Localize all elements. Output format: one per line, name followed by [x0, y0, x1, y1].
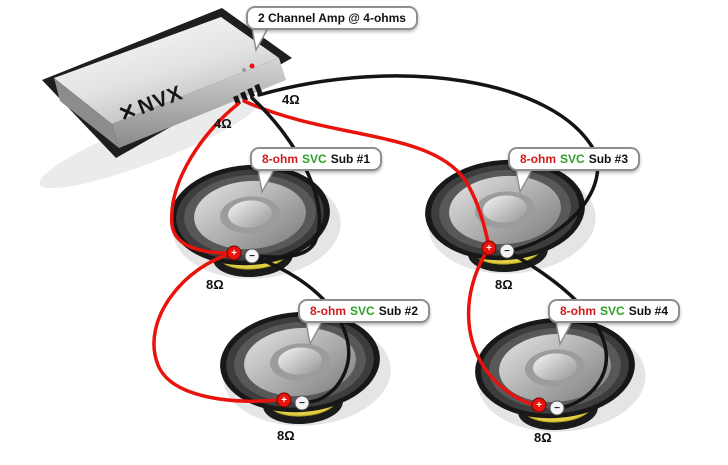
amp-terminal: [247, 87, 256, 98]
amp-shadow: [39, 95, 261, 189]
negative-terminal-label: −: [249, 251, 255, 262]
amp-left-channel-impedance: 4Ω: [214, 116, 232, 131]
wire-negative-amp-to-sub1: [250, 96, 322, 259]
negative-terminal-label: −: [504, 246, 510, 257]
subwoofer-1: [166, 158, 345, 285]
sub1-ohm-label: 8-ohm: [262, 152, 298, 166]
negative-terminal-label: −: [554, 403, 560, 414]
sub4-callout: 8-ohm SVC Sub #4: [548, 299, 681, 323]
positive-terminal-icon: [276, 392, 292, 408]
sub2-name-label: Sub #2: [378, 304, 419, 318]
wire-negative-sub1-to-sub2: [250, 254, 351, 404]
positive-terminal-label: +: [281, 395, 287, 406]
sub3-ohm-label: 8-ohm: [520, 152, 556, 166]
positive-terminal-label: +: [486, 243, 492, 254]
amp-front-face: [112, 58, 286, 148]
sub1-impedance: 8Ω: [206, 277, 224, 292]
positive-terminal-label: +: [536, 400, 542, 411]
amp-callout-text: 2 Channel Amp @ 4-ohms: [258, 11, 406, 25]
sub3-impedance: 8Ω: [495, 277, 513, 292]
sub4-name-label: Sub #4: [628, 304, 669, 318]
negative-terminal-icon: [294, 395, 310, 411]
negative-terminal-icon: [499, 243, 515, 259]
amp-left-face: [54, 78, 119, 148]
sub2-terminals: + −: [276, 392, 310, 411]
amplifier: ✕NVX: [39, 8, 292, 189]
positive-terminal-icon: [226, 245, 242, 261]
sub3-name-label: Sub #3: [588, 152, 629, 166]
sub2-impedance: 8Ω: [277, 428, 295, 443]
positive-terminal-icon: [481, 240, 497, 256]
positive-terminal-icon: [531, 397, 547, 413]
sub3-callout: 8-ohm SVC Sub #3: [508, 147, 641, 171]
wire-negative-amp-to-sub3: [257, 74, 600, 252]
wire-negative-sub3-to-sub4: [505, 249, 608, 409]
amp-top-face: [54, 17, 279, 124]
sub1-svc-label: SVC: [302, 152, 327, 166]
callout-tails: [251, 27, 574, 347]
amp-indicator-dot: [242, 68, 246, 72]
wire-positive-amp-to-sub1: [170, 102, 240, 255]
sub2-ohm-label: 8-ohm: [310, 304, 346, 318]
sub3-svc-label: SVC: [560, 152, 585, 166]
amp-callout: 2 Channel Amp @ 4-ohms: [246, 6, 418, 30]
sub1-name-label: Sub #1: [330, 152, 371, 166]
wire-positive-sub3-to-sub4: [466, 246, 534, 406]
subwoofer-2: [216, 305, 395, 432]
amp-terminal: [254, 83, 263, 95]
sub1-callout: 8-ohm SVC Sub #1: [250, 147, 383, 171]
sub4-impedance: 8Ω: [534, 430, 552, 445]
amp-power-led: [249, 63, 255, 69]
amp-terminal: [240, 91, 249, 102]
sub2-svc-label: SVC: [350, 304, 375, 318]
sub3-terminals: + −: [481, 240, 515, 259]
sub1-terminals: + −: [226, 245, 260, 264]
sub4-terminals: + −: [531, 397, 565, 416]
amp-right-channel-impedance: 4Ω: [282, 92, 300, 107]
negative-terminal-label: −: [299, 398, 305, 409]
wire-positive-amp-to-sub3: [242, 99, 490, 244]
speaker-wires: [152, 74, 608, 409]
positive-terminal-label: +: [231, 248, 237, 259]
negative-terminal-icon: [244, 248, 260, 264]
sub4-svc-label: SVC: [600, 304, 625, 318]
wire-positive-sub1-to-sub2: [152, 251, 279, 403]
sub4-ohm-label: 8-ohm: [560, 304, 596, 318]
negative-terminal-icon: [549, 400, 565, 416]
sub2-callout: 8-ohm SVC Sub #2: [298, 299, 431, 323]
